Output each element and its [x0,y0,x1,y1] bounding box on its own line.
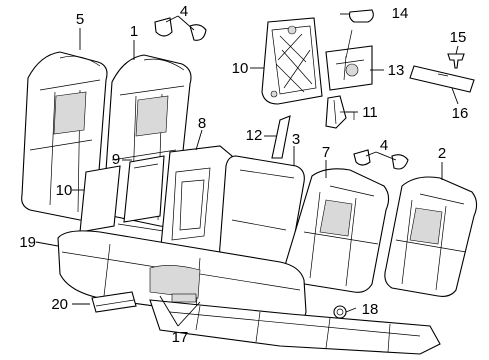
callout-6: 7 [322,144,330,161]
callout-7: 8 [198,115,206,132]
part-20-module [91,291,137,313]
part-14-cap [348,9,374,23]
callout-9: 10 [56,182,73,199]
part-17-cushion-frame [149,293,441,355]
part-12-strap [271,115,291,159]
callout-numbers: 5 1 4 10 14 13 15 16 11 12 8 3 7 9 10 4 … [19,3,468,346]
part-10-armrest-frame [261,17,323,105]
callout-11: 11 [362,104,378,121]
callout-2: 2 [438,145,446,162]
part-18-grommet [333,305,347,319]
callout-8: 9 [112,151,120,168]
callout-12: 12 [246,127,263,144]
callout-5: 5 [76,11,84,28]
callout-17: 17 [172,329,189,346]
part-9-pad [79,165,121,233]
leader-lines [35,13,459,327]
part-4-clip-right [353,149,409,170]
callout-3: 3 [292,131,300,148]
callout-14: 14 [392,5,409,22]
part-6-seatback-cover [284,168,390,293]
part-4-clip-top [154,17,207,41]
part-16-plate [409,65,475,93]
callout-13: 13 [388,62,405,79]
callout-1: 1 [130,23,138,40]
callout-16: 16 [452,105,469,122]
callout-18: 18 [362,301,379,318]
callout-19: 19 [19,234,36,251]
part-13-latch-bracket [325,29,373,91]
callout-15: 15 [450,29,467,46]
part-15-screw [447,53,465,69]
part-2-seatback [384,176,478,297]
callout-4-right: 4 [380,137,388,154]
callout-20: 20 [51,296,68,313]
part-8-pad [123,155,165,223]
callout-10: 10 [232,60,249,77]
callout-4-top: 4 [180,3,188,20]
